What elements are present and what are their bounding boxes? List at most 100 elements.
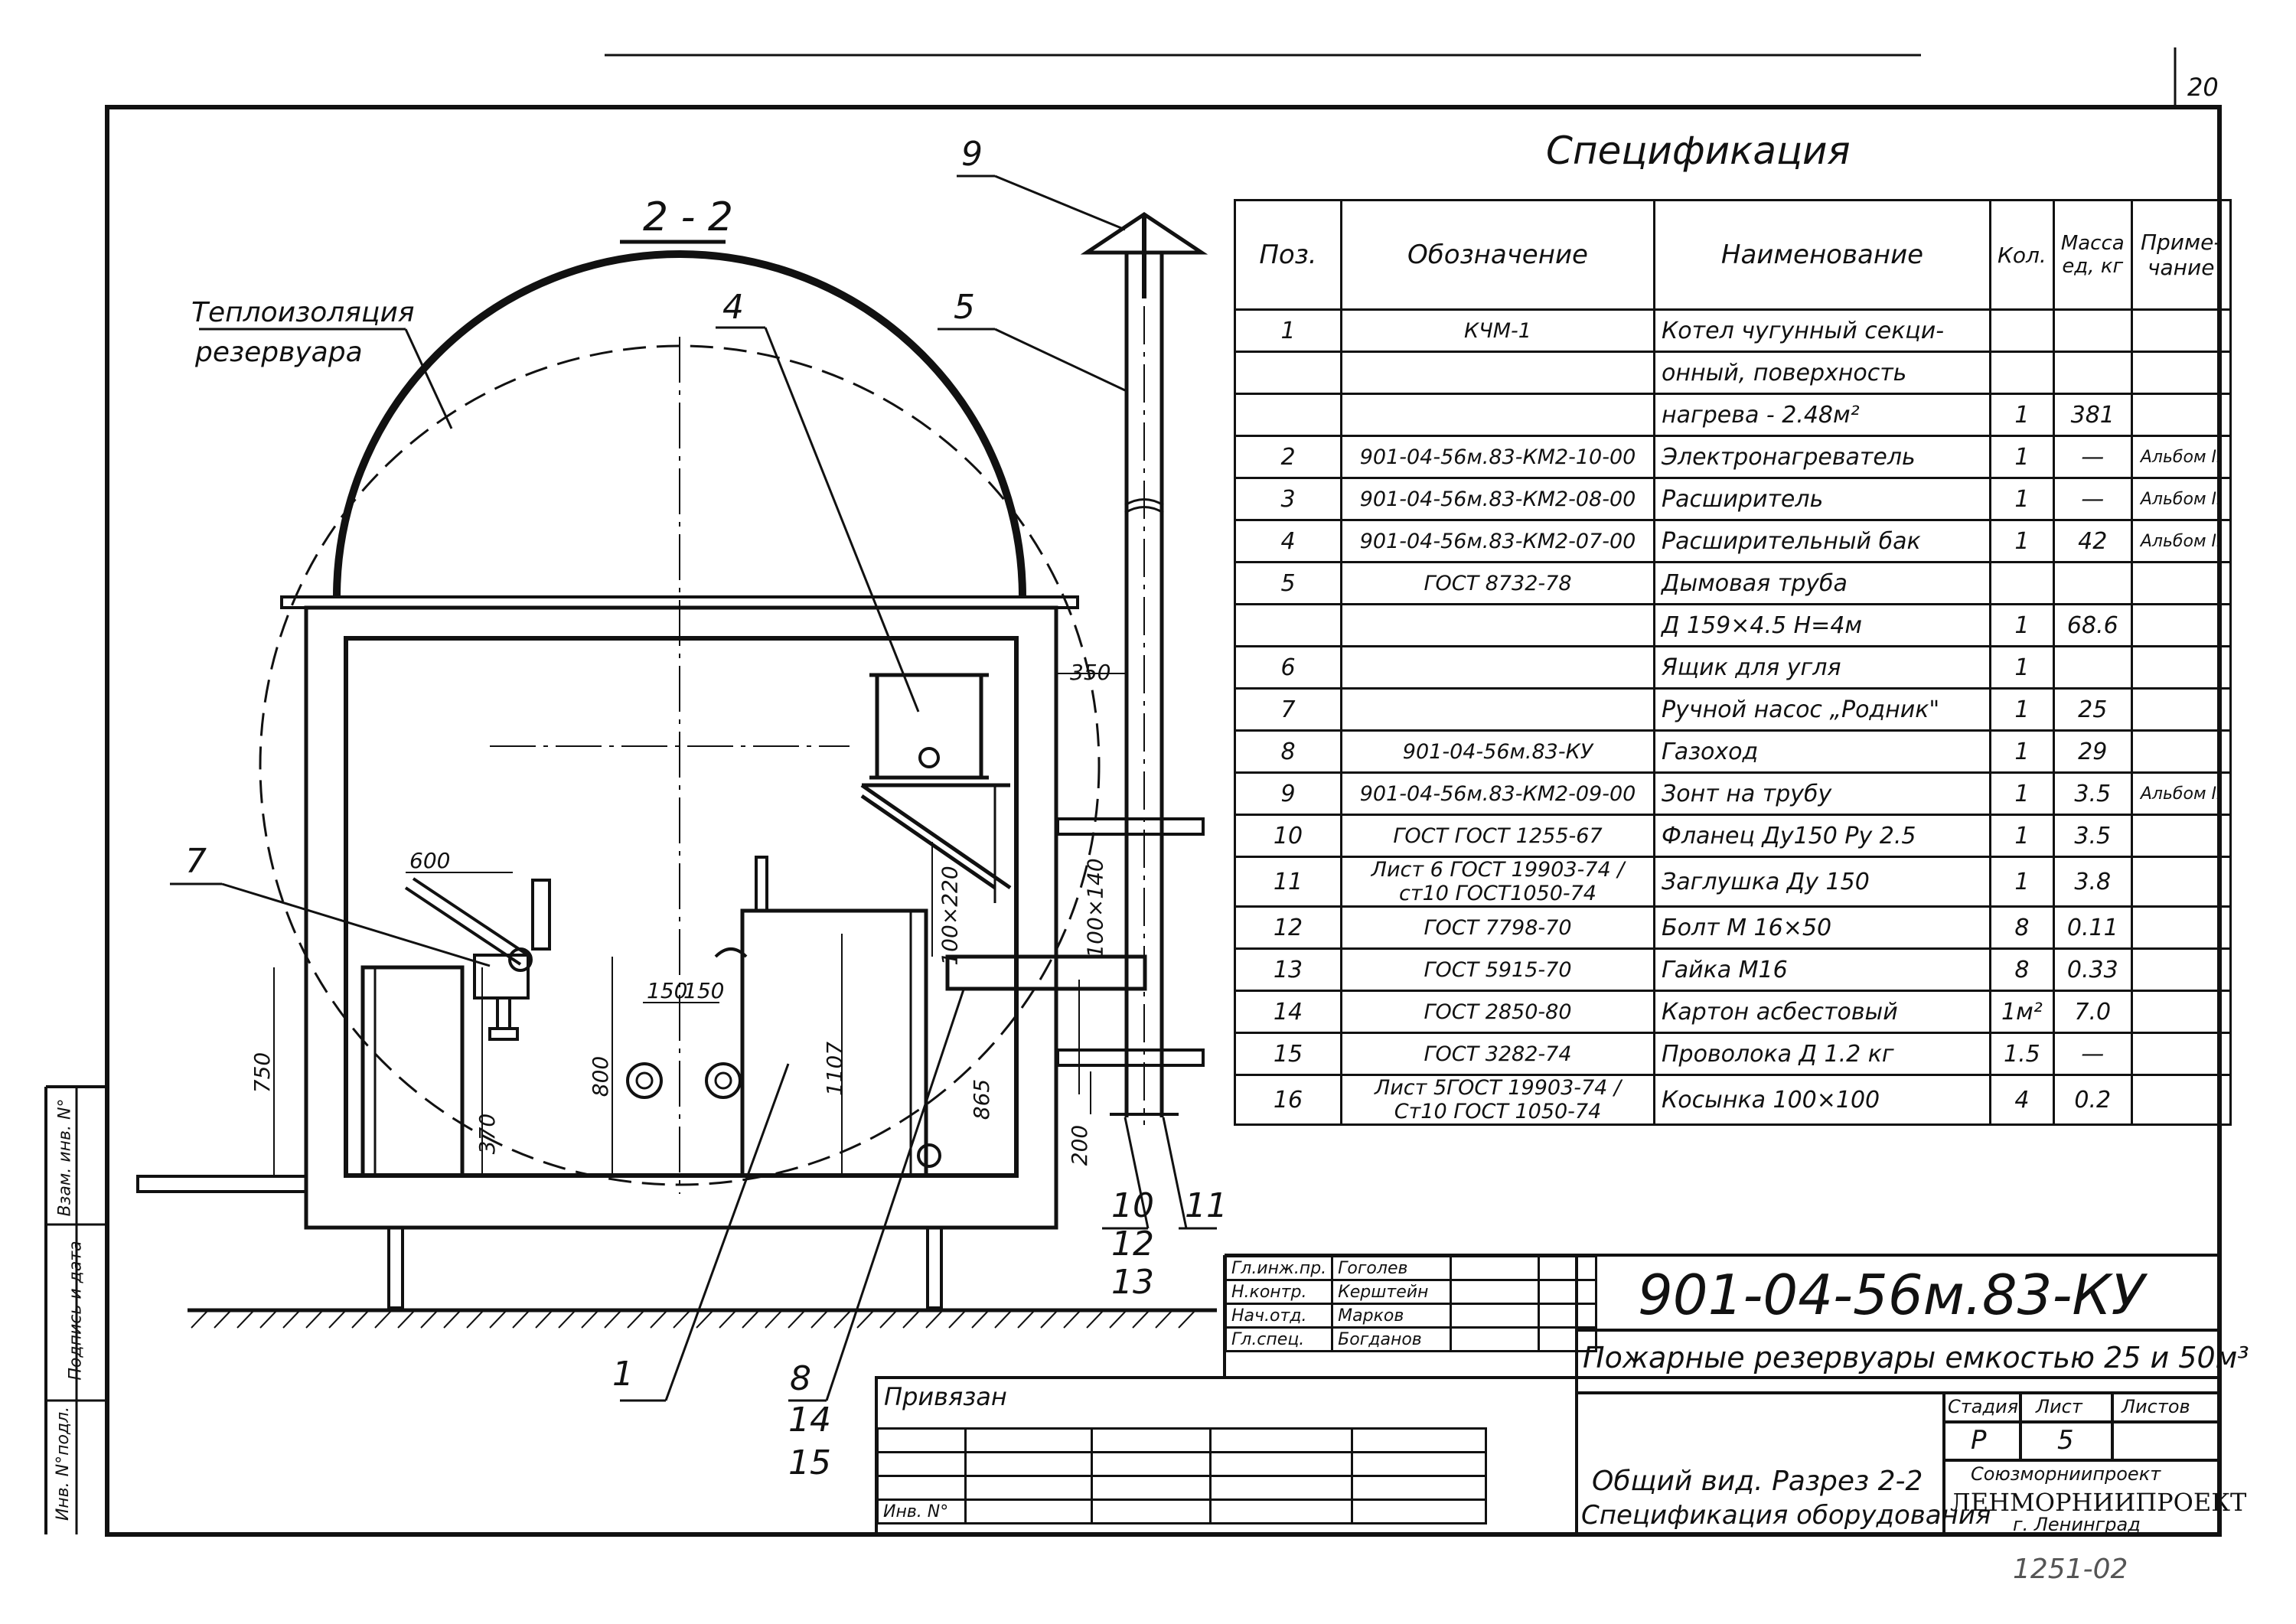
signature-date	[1538, 1303, 1598, 1329]
dim-800: 800	[588, 1055, 614, 1097]
spec-cell-name: Газоход	[1653, 729, 1991, 774]
spec-cell-pos: 6	[1234, 645, 1342, 690]
org-line1: Союзморниипроект	[1971, 1463, 2161, 1485]
col-designation: Обозначение	[1340, 199, 1655, 311]
spec-cell-des	[1340, 645, 1655, 690]
spec-cell-name: Заглушка Ду 150	[1653, 856, 1991, 908]
spec-cell-mass: —	[2052, 435, 2133, 479]
inv-label: Инв. N°	[876, 1498, 967, 1525]
spec-cell-pos: 16	[1234, 1074, 1342, 1126]
bound-label: Привязан	[884, 1382, 1007, 1411]
col-pos: Поз.	[1234, 199, 1342, 311]
spec-cell-name: Болт М 16×50	[1653, 905, 1991, 950]
spec-cell-des	[1340, 351, 1655, 395]
org-line2: ЛЕНМОРНИИПРОЕКТ	[1950, 1488, 2247, 1517]
spec-cell-des: ГОСТ ГОСТ 1255-67	[1340, 814, 1655, 858]
spec-cell-des	[1340, 603, 1655, 647]
callout-12: 12	[1111, 1225, 1154, 1264]
spec-cell-qty: 1	[1989, 729, 2055, 774]
signature-role: Н.контр.	[1224, 1279, 1334, 1305]
spec-cell-name: Проволока Д 1.2 кг	[1653, 1032, 1991, 1076]
spec-cell-des: Лист 6 ГОСТ 19903-74 / ст10 ГОСТ1050-74	[1340, 856, 1655, 908]
spec-cell-pos: 15	[1234, 1032, 1342, 1076]
spec-cell-qty: 8	[1989, 905, 2055, 950]
spec-cell-des: 901-04-56м.83-КМ2-07-00	[1340, 519, 1655, 563]
side-label-inv: Инв. N°подл.	[54, 1406, 73, 1521]
spec-cell-qty: 1	[1989, 435, 2055, 479]
spec-cell-name: Расширительный бак	[1653, 519, 1991, 563]
spec-cell-pos: 8	[1234, 729, 1342, 774]
spec-cell-des: ГОСТ 3282-74	[1340, 1032, 1655, 1076]
spec-cell-mass	[2052, 351, 2133, 395]
spec-cell-note: Альбом II	[2130, 519, 2232, 563]
spec-cell-qty: 1	[1989, 519, 2055, 563]
spec-cell-note	[2130, 905, 2232, 950]
spec-cell-pos	[1234, 603, 1342, 647]
spec-cell-pos: 5	[1234, 561, 1342, 605]
dim-150a: 150	[647, 978, 688, 1003]
spec-cell-des: Лист 5ГОСТ 19903-74 / Ст10 ГОСТ 1050-74	[1340, 1074, 1655, 1126]
col-name: Наименование	[1653, 199, 1991, 311]
expansion-tank	[860, 673, 1012, 903]
spec-cell-pos: 12	[1234, 905, 1342, 950]
dim-865: 865	[969, 1078, 995, 1120]
spec-cell-name: Ящик для угля	[1653, 645, 1991, 690]
bottom-number: 1251-02	[2013, 1554, 2128, 1585]
spec-cell-pos: 7	[1234, 687, 1342, 732]
sheet-title-1: Общий вид. Разрез 2-2	[1592, 1466, 1923, 1497]
spec-cell-note	[2130, 645, 2232, 690]
spec-cell-name: Косынка 100×100	[1653, 1074, 1991, 1126]
dim-100x220: 100×220	[937, 866, 963, 966]
spec-cell-name: онный, поверхность	[1653, 351, 1991, 395]
signature-date	[1538, 1255, 1598, 1281]
spec-cell-pos	[1234, 393, 1342, 437]
signature-name: Марков	[1331, 1303, 1453, 1329]
spec-cell-qty: 1	[1989, 645, 2055, 690]
spec-cell-qty	[1989, 561, 2055, 605]
spec-cell-mass: 25	[2052, 687, 2133, 732]
spec-cell-pos: 3	[1234, 477, 1342, 521]
doc-code: 901-04-56м.83-КУ	[1638, 1263, 2145, 1327]
spec-cell-qty: 1	[1989, 477, 2055, 521]
stage-value: Р	[1971, 1425, 1987, 1456]
spec-cell-mass: 0.11	[2052, 905, 2133, 950]
spec-cell-mass: —	[2052, 1032, 2133, 1076]
callout-14: 14	[788, 1401, 831, 1440]
dim-350: 350	[1070, 660, 1111, 685]
spec-cell-name: Расширитель	[1653, 477, 1991, 521]
spec-cell-qty: 1.5	[1989, 1032, 2055, 1076]
signature-sign	[1450, 1255, 1541, 1281]
spec-cell-pos: 2	[1234, 435, 1342, 479]
spec-cell-pos: 13	[1234, 947, 1342, 992]
spec-cell-mass: 0.33	[2052, 947, 2133, 992]
callout-13: 13	[1111, 1263, 1154, 1302]
spec-cell-name: Д 159×4.5 Н=4м	[1653, 603, 1991, 647]
signature-row: Гл.инж.пр.Гоголев	[1224, 1255, 1598, 1281]
callout-15: 15	[788, 1443, 831, 1482]
spec-cell-qty: 1	[1989, 771, 2055, 816]
side-label-repl: Взам. инв. N°	[55, 1098, 75, 1217]
spec-cell-pos: 10	[1234, 814, 1342, 858]
spec-cell-mass: —	[2052, 477, 2133, 521]
coal-box	[360, 965, 465, 1178]
spec-cell-name: нагрева - 2.48м²	[1653, 393, 1991, 437]
spec-cell-mass	[2052, 645, 2133, 690]
spec-cell-mass: 3.5	[2052, 771, 2133, 816]
spec-cell-qty: 1	[1989, 687, 2055, 732]
spec-cell-mass: 42	[2052, 519, 2133, 563]
org-line3: г. Ленинград	[2013, 1514, 2141, 1535]
sheet-value: 5	[2057, 1425, 2074, 1456]
spec-cell-note	[2130, 729, 2232, 774]
spec-cell-mass: 381	[2052, 393, 2133, 437]
spec-cell-des	[1340, 687, 1655, 732]
signature-row: Гл.спец.Богданов	[1224, 1326, 1598, 1352]
spec-cell-note	[2130, 393, 2232, 437]
signature-date	[1538, 1279, 1598, 1305]
